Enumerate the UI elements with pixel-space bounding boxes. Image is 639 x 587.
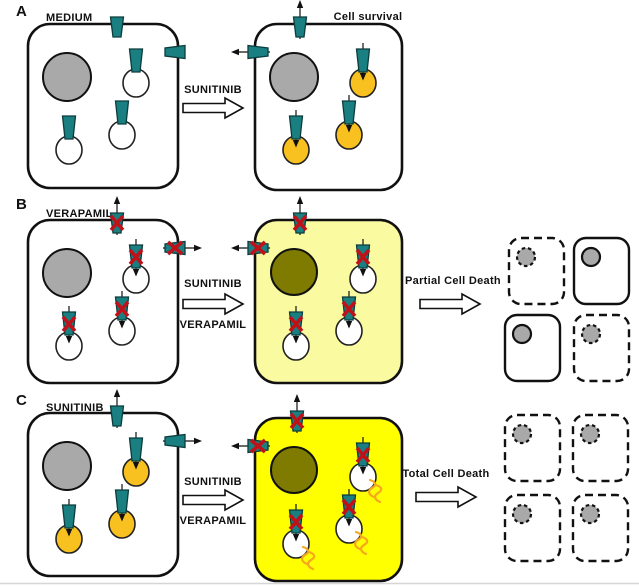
panel-b: B VERAPAMIL SUNITINIB VERAPAMIL Partial … <box>16 196 631 385</box>
membrane-transporter-efflux <box>162 433 203 449</box>
membrane-transporter <box>164 44 186 60</box>
blocked-membrane-transporter <box>231 440 270 453</box>
panel-b-outcome-label: Partial Cell Death <box>405 275 501 287</box>
dead-cell <box>503 493 562 563</box>
blocked-membrane-transporter <box>163 242 202 255</box>
panel-c: C SUNITINIB SUNITINIB VERAPAMIL Total Ce… <box>16 388 630 583</box>
panel-b-condition-label: VERAPAMIL <box>46 208 113 220</box>
panel-a-letter: A <box>16 3 27 20</box>
panel-c-condition-label: SUNITINIB <box>46 402 104 414</box>
panel-a-condition-label: MEDIUM <box>46 12 92 24</box>
blocked-membrane-transporter <box>111 196 124 235</box>
cell-a-untreated <box>26 22 180 190</box>
surviving-cell <box>503 313 562 383</box>
stressed-nucleus <box>270 446 318 494</box>
panel-b-transition-label-2: VERAPAMIL <box>180 319 247 331</box>
blocked-membrane-transporter <box>294 196 307 235</box>
cell-a-sunitinib-treated <box>253 22 404 192</box>
cell-b-verapamil-treated <box>26 218 180 385</box>
stressed-nucleus <box>270 248 318 296</box>
membrane-transporter-efflux <box>292 0 308 40</box>
membrane-transporter-efflux <box>109 388 125 429</box>
cell-c-sunitinib-treated <box>26 411 180 578</box>
membrane-transporter-efflux <box>230 44 271 60</box>
nucleus <box>42 441 92 491</box>
surviving-cell <box>572 236 631 306</box>
dead-cell <box>571 413 630 483</box>
nucleus <box>42 52 92 102</box>
panel-a-transition-label: SUNITINIB <box>184 84 242 96</box>
panel-c-transition-label-2: VERAPAMIL <box>180 515 247 527</box>
membrane-transporter <box>109 16 125 38</box>
dead-cell <box>507 236 566 306</box>
transition-arrow-icon <box>182 97 244 119</box>
dead-cell <box>572 313 631 383</box>
transition-arrow-icon <box>182 293 244 315</box>
panel-a: A MEDIUM SUNITINIB Cell survival <box>16 0 404 192</box>
dead-cell <box>503 413 562 483</box>
panel-a-outcome-label: Cell survival <box>334 11 403 23</box>
cell-c-combo-treated <box>253 416 404 583</box>
panel-c-outcome-label: Total Cell Death <box>402 468 489 480</box>
nucleus <box>269 52 319 102</box>
dead-cell <box>571 493 630 563</box>
panel-b-transition-label-1: SUNITINIB <box>184 278 242 290</box>
blocked-membrane-transporter <box>231 242 270 255</box>
blocked-membrane-transporter <box>291 394 304 433</box>
panel-c-transition-label-1: SUNITINIB <box>184 476 242 488</box>
transition-arrow-icon <box>182 489 244 511</box>
outcome-arrow-icon <box>415 486 477 508</box>
cell-b-combo-treated <box>253 218 404 385</box>
panel-b-letter: B <box>16 196 27 213</box>
outcome-arrow-icon <box>419 293 481 315</box>
panel-c-letter: C <box>16 392 27 409</box>
nucleus <box>42 248 92 298</box>
